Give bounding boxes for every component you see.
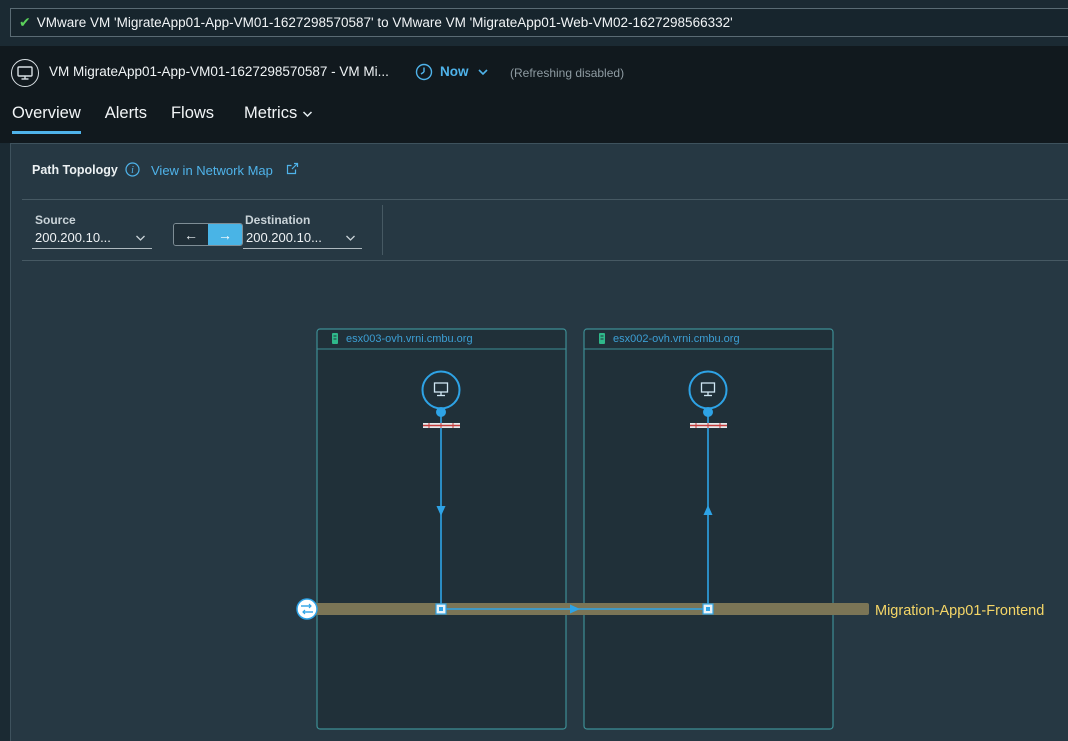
network-name: Migration-App01-Frontend (875, 603, 1044, 619)
destination-label: Destination (245, 213, 311, 227)
network-port[interactable] (702, 603, 714, 615)
firewall-icon (690, 423, 727, 428)
host-name: esx003-ovh.vrni.cmbu.org (346, 333, 473, 345)
tab-metrics[interactable]: Metrics (244, 104, 313, 134)
svg-text:i: i (131, 165, 134, 176)
host-icon (332, 333, 338, 344)
checkmark-icon: ✔ (19, 14, 31, 30)
page-title: VM MigrateApp01-App-VM01-1627298570587 -… (49, 64, 389, 79)
panel-title: Path Topology (32, 163, 118, 177)
path-selector-row: Source 200.200.10... ← → Destination 200… (22, 199, 1068, 261)
clock-icon[interactable] (415, 63, 433, 81)
chevron-down-icon[interactable] (477, 67, 489, 77)
firewall-icon (423, 423, 460, 428)
destination-value: 200.200.10... (246, 229, 322, 245)
tab-alerts[interactable]: Alerts (105, 104, 147, 134)
chevron-down-icon (136, 235, 145, 241)
vm-node[interactable] (421, 370, 461, 429)
path-topology-diagram: esx003-ovh.vrni.cmbu.org esx002-ovh.vrni… (296, 328, 1044, 730)
host-icon (599, 333, 605, 344)
external-link-icon[interactable] (286, 162, 299, 175)
router-icon[interactable] (296, 598, 318, 620)
direction-toggle[interactable]: ← → (173, 223, 243, 246)
info-icon[interactable]: i (125, 162, 140, 177)
entity-header: VM MigrateApp01-App-VM01-1627298570587 -… (0, 46, 1068, 143)
vm-monitor-icon (11, 59, 39, 87)
tab-overview[interactable]: Overview (12, 104, 81, 134)
source-select[interactable]: 200.200.10... (32, 226, 152, 249)
refresh-status: (Refreshing disabled) (510, 66, 625, 80)
tab-flows[interactable]: Flows (171, 104, 214, 134)
monitor-icon (433, 382, 449, 397)
search-result-text: VMware VM 'MigrateApp01-App-VM01-1627298… (36, 15, 733, 30)
tab-label: Overview (12, 104, 81, 122)
destination-select[interactable]: 200.200.10... (243, 226, 362, 249)
source-label: Source (35, 213, 76, 227)
forward-direction-button[interactable]: → (208, 224, 242, 245)
search-bar-area: ✔ VMware VM 'MigrateApp01-App-VM01-16272… (0, 0, 1068, 46)
tab-label: Alerts (104, 104, 147, 122)
vm-node[interactable] (688, 370, 728, 429)
network-port[interactable] (435, 603, 447, 615)
tab-label: Flows (170, 104, 215, 122)
chevron-down-icon (303, 111, 313, 118)
source-value: 200.200.10... (35, 229, 111, 245)
search-input[interactable]: ✔ VMware VM 'MigrateApp01-App-VM01-16272… (10, 8, 1068, 37)
host-name: esx002-ovh.vrni.cmbu.org (613, 333, 740, 345)
monitor-icon (700, 382, 716, 397)
time-range-selector[interactable]: Now (440, 64, 469, 79)
view-in-network-map-link[interactable]: View in Network Map (151, 163, 273, 178)
tab-bar: Overview Alerts Flows Metrics (12, 104, 337, 134)
tab-label: Metrics (244, 104, 298, 122)
flow-arrow-up (703, 505, 713, 515)
flow-arrow-right (570, 604, 580, 614)
flow-arrow-down (436, 506, 446, 516)
chevron-down-icon (346, 235, 355, 241)
reverse-direction-button[interactable]: ← (174, 224, 208, 245)
path-topology-panel: Path Topology i View in Network Map Sour… (10, 143, 1068, 741)
divider (382, 205, 383, 255)
